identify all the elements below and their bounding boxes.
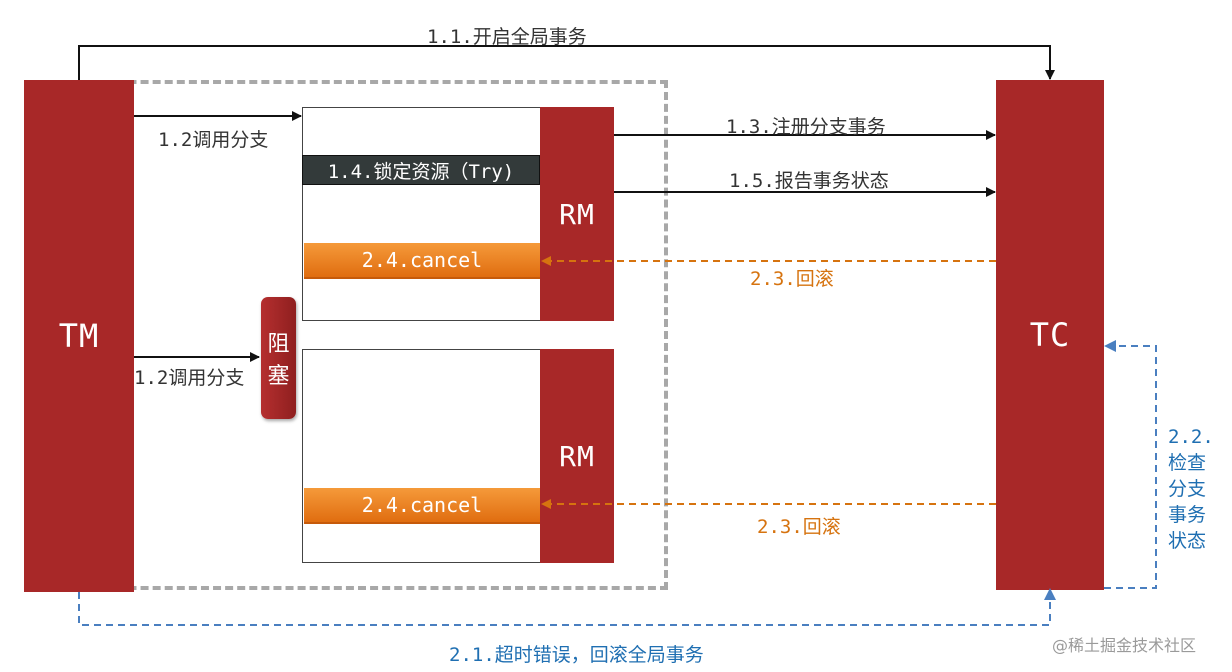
rm-label-bottom: RM [559, 439, 595, 473]
watermark: @稀土掘金技术社区 [1052, 636, 1197, 655]
tm-block: TM [24, 80, 134, 592]
cancel-label-bottom: 2.4.cancel [361, 493, 483, 517]
rm-label-top: RM [559, 197, 595, 231]
blocked-badge: 阻 塞 [261, 297, 296, 419]
tc-label: TC [1029, 316, 1071, 354]
lock-resource-bar: 1.4.锁定资源（Try) [302, 155, 540, 185]
tm-label: TM [58, 317, 100, 355]
rm-block-bottom: RM [540, 349, 614, 563]
cancel-bar-top: 2.4.cancel [304, 243, 540, 279]
cancel-label-top: 2.4.cancel [361, 248, 483, 272]
label-report-status: 1.5.报告事务状态 [729, 170, 889, 192]
label-register-branch: 1.3.注册分支事务 [726, 116, 886, 138]
label-call-branch-bottom: 1.2调用分支 [134, 367, 245, 389]
lock-resource-label: 1.4.锁定资源（Try) [327, 160, 515, 183]
blocked-char-2: 塞 [267, 364, 290, 389]
label-rollback-bottom: 2.3.回滚 [757, 516, 841, 538]
tc-block: TC [996, 80, 1104, 590]
rm-block-top: RM [540, 107, 614, 321]
label-call-branch-top: 1.2调用分支 [158, 129, 269, 151]
blocked-char-1: 阻 [267, 332, 290, 357]
label-timeout-rollback: 2.1.超时错误，回滚全局事务 [449, 644, 704, 666]
arrow-begin-global-tx [78, 45, 1055, 80]
arrow-timeout-rollback [78, 588, 1056, 626]
arrow-check-branch-status [1104, 340, 1157, 589]
cancel-bar-bottom: 2.4.cancel [304, 488, 540, 524]
label-check-branch-status: 2.2. 检查 分支 事务 状态 [1168, 426, 1214, 552]
label-begin-global-tx: 1.1.开启全局事务 [427, 26, 587, 48]
label-rollback-top: 2.3.回滚 [750, 268, 834, 290]
